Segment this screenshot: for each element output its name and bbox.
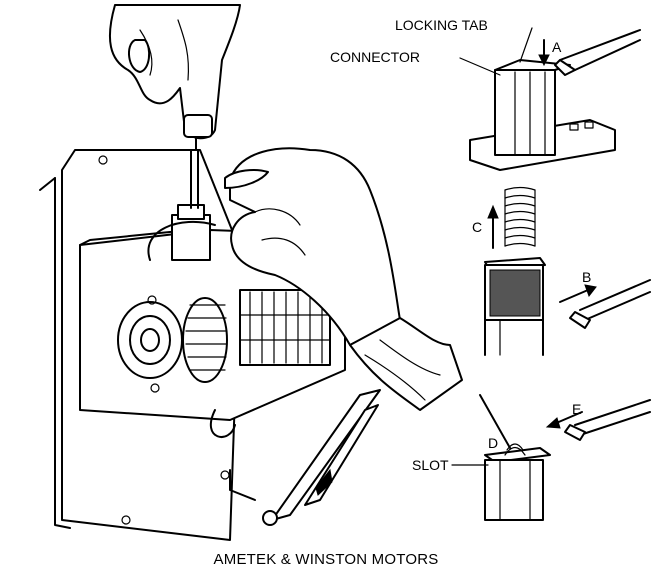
label-c: C [472,219,482,235]
label-d: D [488,435,498,451]
slot-detail [451,394,651,521]
label-b: B [582,269,591,285]
label-locking-tab: LOCKING TAB [395,17,488,33]
label-connector: CONNECTOR [330,49,420,65]
motor-housing [39,149,346,541]
label-e: E [572,401,581,417]
spring [504,186,536,247]
label-a: A [552,39,562,55]
top-hand [108,4,241,151]
diagram-caption: AMETEK & WINSTON MOTORS [213,551,439,568]
right-hand [224,147,463,526]
label-slot: SLOT [412,457,449,473]
connector-detail [459,27,641,171]
commutator [117,297,228,383]
brush-spring-detail [484,186,651,356]
